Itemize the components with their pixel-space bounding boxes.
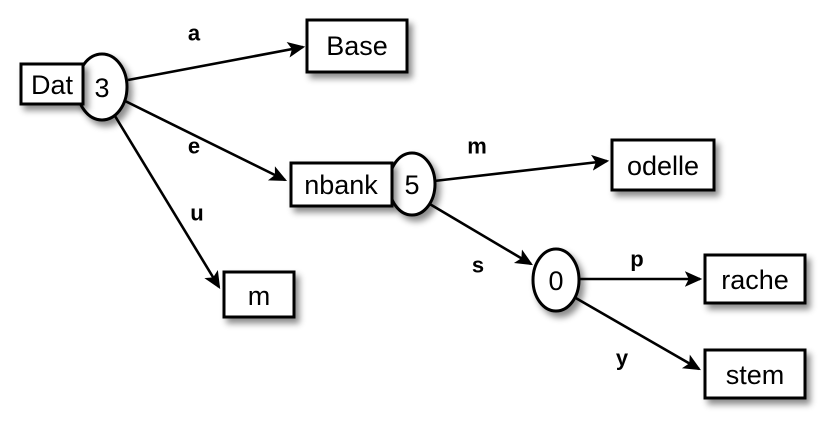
node-stem-shape [703, 348, 807, 400]
node-nbank-label: nbank [304, 170, 378, 200]
edge-m[interactable]: m [433, 134, 610, 183]
node-rache-label: rache [721, 265, 789, 295]
node-m-box-shape [222, 270, 296, 319]
node-zero-label: 0 [548, 266, 563, 296]
edge-s-line [427, 201, 533, 266]
node-nbank[interactable]: nbank [289, 161, 394, 208]
edge-u-label: u [190, 201, 203, 226]
edge-a-line [127, 42, 306, 82]
edge-p-label: p [630, 247, 643, 272]
node-m-box[interactable]: m [222, 270, 296, 319]
edge-e-line [124, 99, 288, 182]
node-odelle-shape [610, 138, 716, 192]
edge-m-label: m [467, 134, 487, 159]
edge-e-label: e [188, 134, 200, 159]
edge-s-label: s [472, 253, 484, 278]
edges-layer: a e u m s p y [113, 21, 703, 371]
node-odelle-label: odelle [627, 151, 699, 181]
edge-p[interactable]: p [580, 247, 703, 287]
edge-a[interactable]: a [127, 21, 306, 82]
edge-s[interactable]: s [427, 201, 533, 278]
node-base[interactable]: Base [305, 18, 409, 74]
node-dat-shape [19, 62, 85, 106]
node-zero[interactable]: 0 [531, 247, 581, 313]
node-three-label: 3 [94, 73, 109, 103]
node-dat[interactable]: Dat [19, 62, 85, 106]
node-dat-label: Dat [31, 70, 74, 100]
edge-a-label: a [188, 21, 201, 46]
edge-m-line [433, 154, 610, 183]
node-zero-shape [531, 247, 581, 313]
node-five[interactable]: 5 [387, 151, 437, 217]
edge-u-line [113, 115, 221, 289]
node-nbank-shape [289, 161, 394, 208]
node-odelle[interactable]: odelle [610, 138, 716, 192]
node-rache[interactable]: rache [703, 253, 807, 305]
node-five-label: 5 [404, 170, 419, 200]
node-m-box-label: m [248, 281, 271, 311]
node-base-shape [305, 18, 409, 74]
node-base-label: Base [326, 31, 388, 61]
edge-y-line [573, 295, 701, 371]
edge-u[interactable]: u [113, 115, 221, 289]
edge-y[interactable]: y [573, 295, 701, 371]
edge-y-label: y [616, 346, 629, 371]
edge-e[interactable]: e [124, 99, 288, 182]
nodes-layer: 3 Dat Base 5 nbank [19, 18, 807, 400]
node-stem[interactable]: stem [703, 348, 807, 400]
node-stem-label: stem [726, 360, 785, 390]
node-three[interactable]: 3 [75, 52, 129, 122]
node-rache-shape [703, 253, 807, 305]
